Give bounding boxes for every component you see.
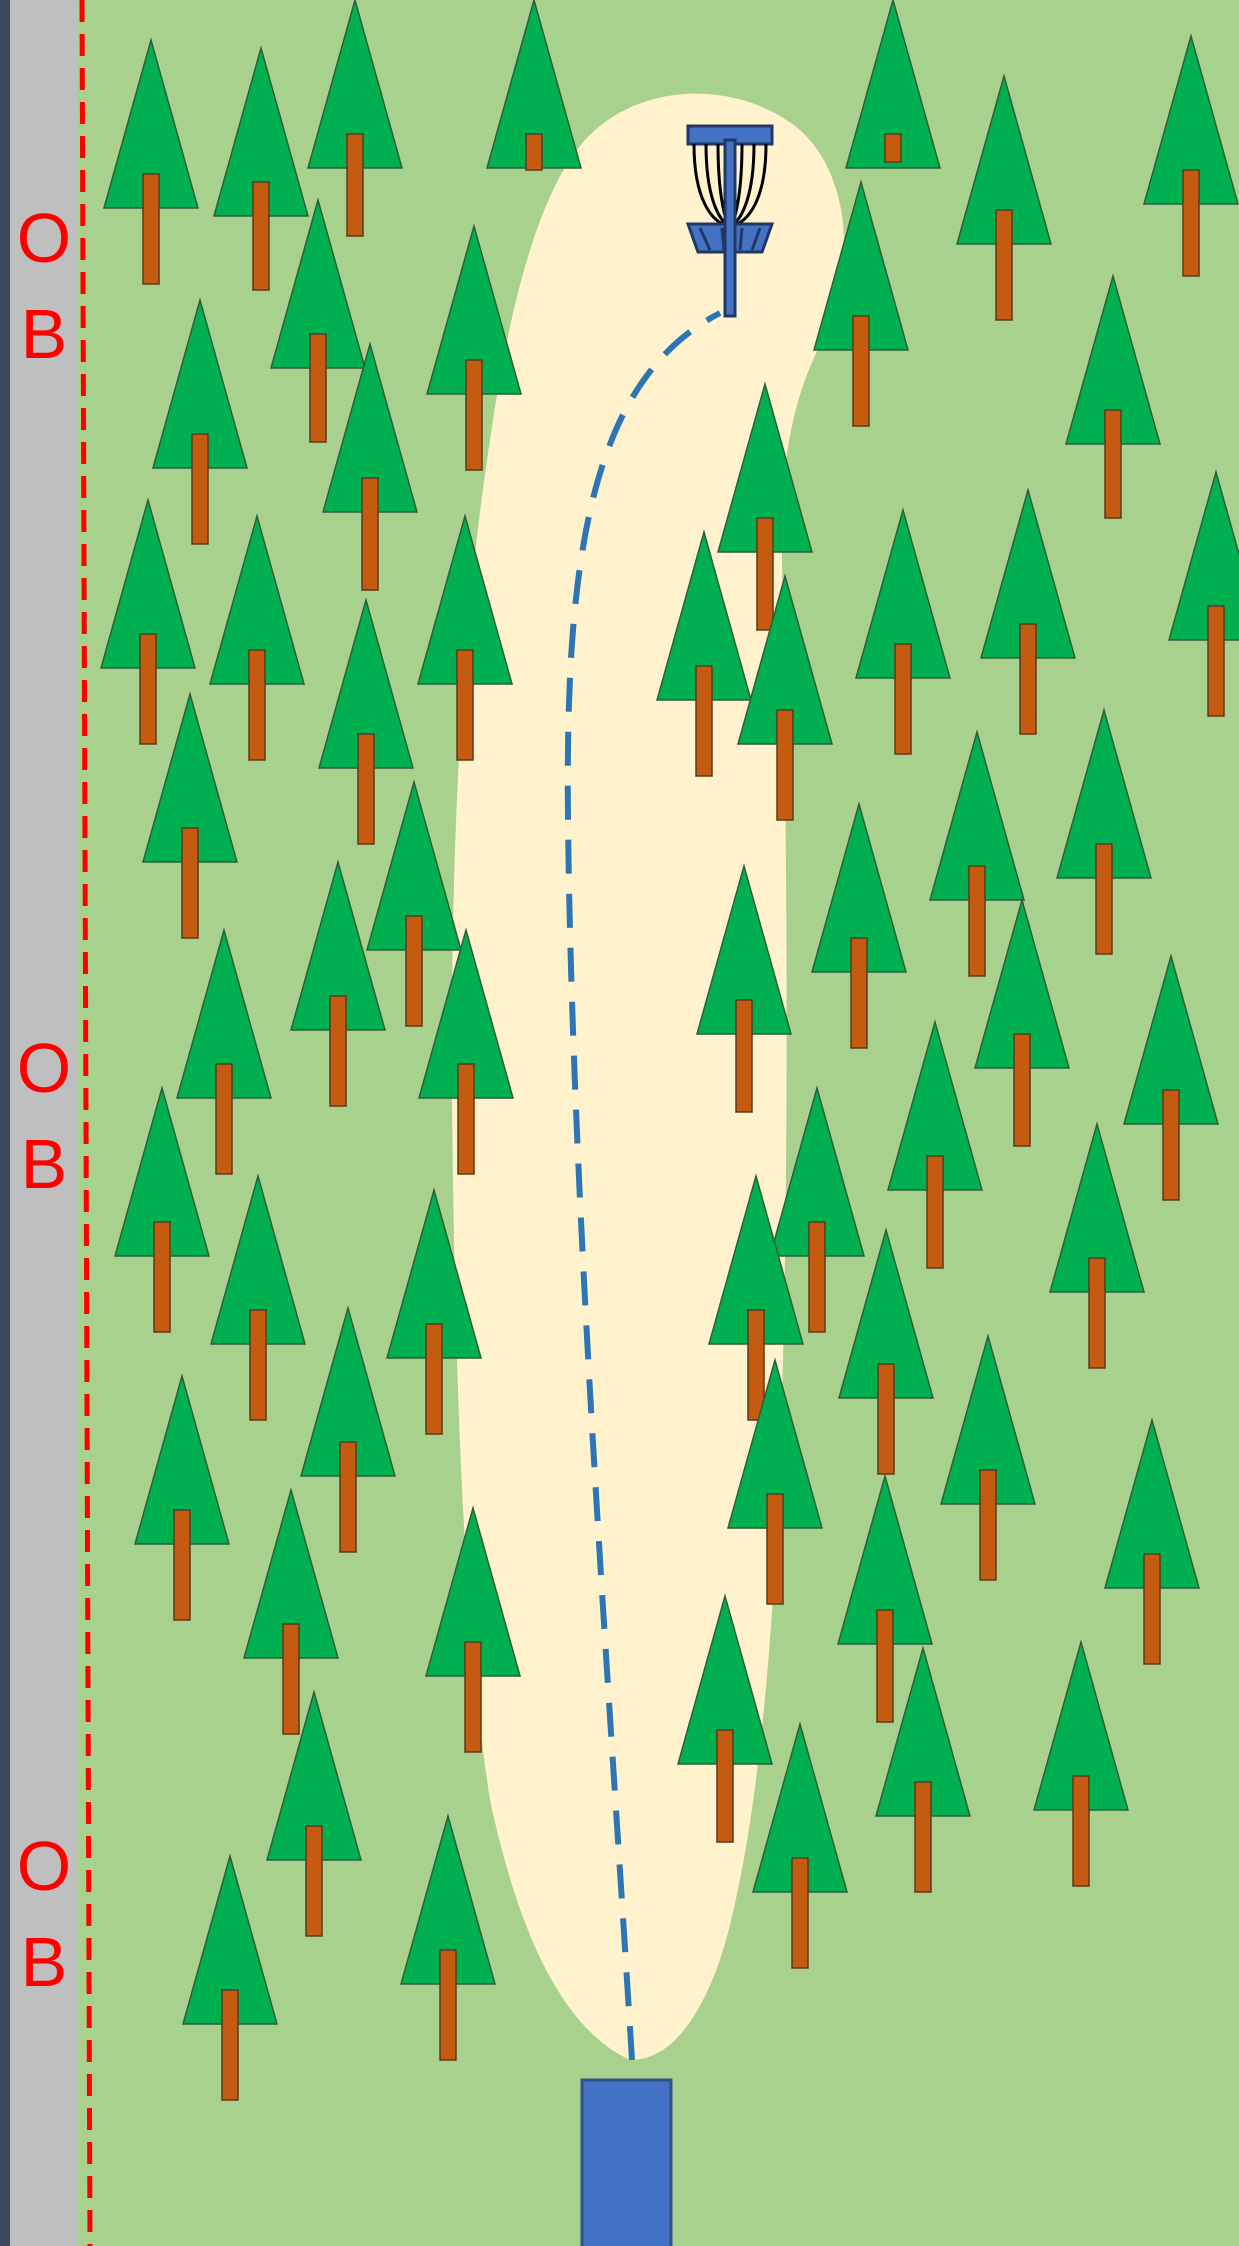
tree-trunk (1163, 1090, 1179, 1200)
tree-trunk (283, 1624, 299, 1734)
tree-trunk (748, 1310, 764, 1420)
tree-trunk (154, 1222, 170, 1332)
tree-trunk (440, 1950, 456, 2060)
tree-trunk (757, 518, 773, 630)
tree-trunk (182, 828, 198, 938)
tree-trunk (996, 210, 1012, 320)
tree-trunk (878, 1364, 894, 1474)
tree-trunk (853, 316, 869, 426)
tree-trunk (465, 1642, 481, 1752)
tree-trunk (306, 1826, 322, 1936)
tree-trunk (140, 634, 156, 744)
tree-trunk (192, 434, 208, 544)
tree-trunk (358, 734, 374, 844)
tree-trunk (330, 996, 346, 1106)
tree-trunk (915, 1782, 931, 1892)
map-border (0, 0, 10, 2246)
tree-trunk (340, 1442, 356, 1552)
tree-trunk (216, 1064, 232, 1174)
tree-trunk (927, 1156, 943, 1268)
ob-label-1-b: B (21, 295, 68, 373)
tree-trunk (526, 134, 542, 170)
tree-trunk (717, 1730, 733, 1842)
tree-trunk (406, 916, 422, 1026)
tree-trunk (1089, 1258, 1105, 1368)
tree-trunk (1183, 170, 1199, 276)
tree-trunk (1014, 1034, 1030, 1146)
tree-trunk (250, 1310, 266, 1420)
tree-trunk (1144, 1554, 1160, 1664)
tree-trunk (895, 644, 911, 754)
ob-label-2-b: B (21, 1125, 68, 1203)
tee-pad-icon (582, 2080, 671, 2246)
ob-label-2-o: O (17, 1029, 71, 1107)
tree-trunk (1073, 1776, 1089, 1886)
tree-trunk (767, 1494, 783, 1604)
tree-trunk (1208, 606, 1224, 716)
tree-trunk (222, 1990, 238, 2100)
tree-trunk (347, 134, 363, 236)
tree-trunk (885, 134, 901, 162)
tree-trunk (969, 866, 985, 976)
tree-trunk (777, 710, 793, 820)
tree-trunk (736, 1000, 752, 1112)
tree-trunk (1105, 410, 1121, 518)
tree-trunk (809, 1222, 825, 1332)
tree-trunk (143, 174, 159, 284)
tree-trunk (877, 1610, 893, 1722)
tree-trunk (696, 666, 712, 776)
tree-trunk (249, 650, 265, 760)
tree-trunk (980, 1470, 996, 1580)
tree-trunk (458, 1064, 474, 1174)
tree-trunk (426, 1324, 442, 1434)
tree-trunk (851, 938, 867, 1048)
tree-trunk (362, 478, 378, 590)
tree-trunk (174, 1510, 190, 1620)
tree-trunk (792, 1858, 808, 1968)
tree-trunk (457, 650, 473, 760)
ob-label-3-o: O (17, 1827, 71, 1905)
tree-trunk (1096, 844, 1112, 954)
tree-trunk (310, 334, 326, 442)
tree-trunk (466, 360, 482, 470)
ob-label-3-b: B (21, 1923, 68, 2001)
tree-trunk (253, 182, 269, 290)
tree-trunk (1020, 624, 1036, 734)
ob-label-1-o: O (17, 199, 71, 277)
